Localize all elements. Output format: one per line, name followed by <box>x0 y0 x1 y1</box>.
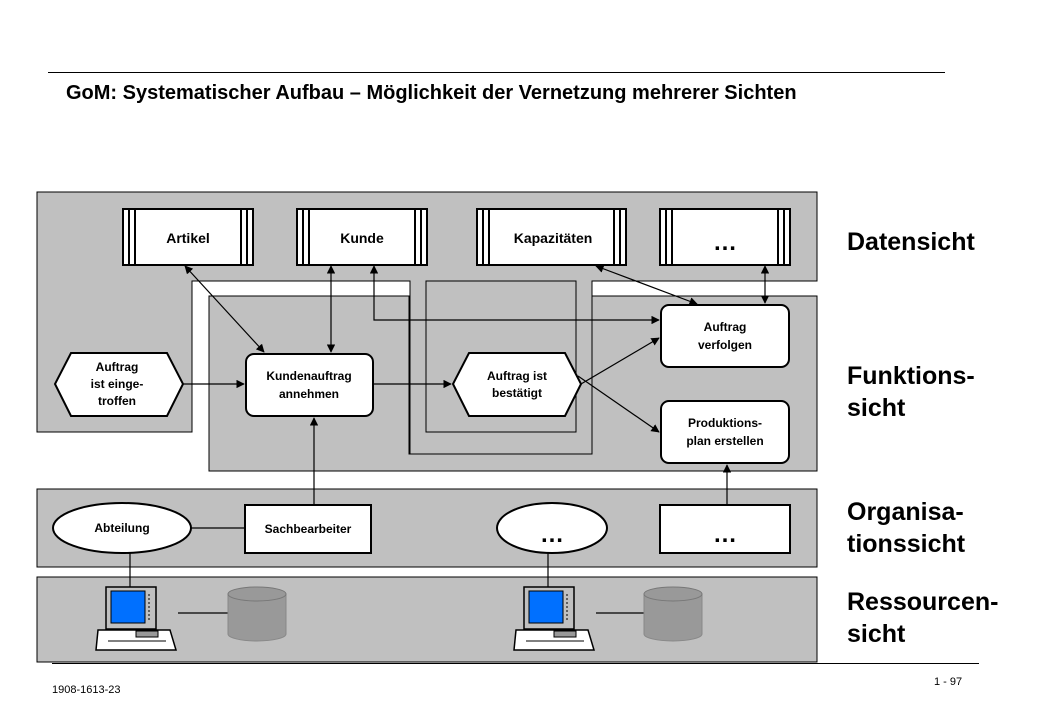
function-kundenauftrag-annehmen: Kundenauftrag annehmen <box>245 353 374 417</box>
event-eingetroffen-line1: Auftrag <box>96 360 139 374</box>
function-produktionsplan-erstellen: Produktions- plan erstellen <box>660 400 790 464</box>
function-kundenauftrag-line2: annehmen <box>279 387 339 401</box>
org-unit-more: … <box>496 502 608 554</box>
bottom-rule <box>52 663 979 664</box>
event-bestaetigt-line2: bestätigt <box>492 386 542 400</box>
database-icon <box>227 586 287 642</box>
event-bestaetigt-line1: Auftrag ist <box>487 369 547 383</box>
computer-icon <box>513 586 596 651</box>
entity-kunde-label: Kunde <box>340 230 384 246</box>
org-sachbearbeiter-label: Sachbearbeiter <box>265 522 352 536</box>
event-eingetroffen-line3: troffen <box>98 394 136 408</box>
entity-kapazitaeten-label: Kapazitäten <box>514 230 593 246</box>
footer-document-id: 1908-1613-23 <box>52 684 121 696</box>
org-role-more: … <box>659 504 791 554</box>
org-more-unit-label: … <box>540 521 564 548</box>
event-auftrag-eingetroffen: Auftrag ist einge- troffen <box>53 352 185 417</box>
function-verfolgen-line2: verfolgen <box>698 338 752 352</box>
org-abteilung-label: Abteilung <box>94 521 149 535</box>
event-eingetroffen-line2: ist einge- <box>91 377 144 391</box>
view-label-org-line2: tionssicht <box>847 530 966 558</box>
entity-kunde: Kunde <box>296 208 428 266</box>
connector-lines <box>129 264 770 614</box>
view-label-org-line1: Organisa- <box>847 498 964 526</box>
view-label-resource: Ressourcen- sicht <box>847 586 998 650</box>
function-produktion-line1: Produktions- <box>688 416 762 430</box>
view-label-data: Datensicht <box>847 226 975 258</box>
view-label-resource-line2: sicht <box>847 620 906 648</box>
top-rule <box>48 72 945 73</box>
view-label-organisation: Organisa- tionssicht <box>847 496 965 560</box>
org-role-sachbearbeiter: Sachbearbeiter <box>244 504 372 554</box>
org-unit-abteilung: Abteilung <box>52 502 192 554</box>
event-auftrag-bestaetigt: Auftrag ist bestätigt <box>451 352 583 417</box>
view-label-data-text: Datensicht <box>847 228 975 256</box>
function-auftrag-verfolgen: Auftrag verfolgen <box>660 304 790 368</box>
function-produktion-line2: plan erstellen <box>686 434 763 448</box>
database-icon <box>643 586 703 642</box>
org-more-role-label: … <box>713 521 737 548</box>
entity-more: … <box>659 208 791 266</box>
entity-kapazitaeten: Kapazitäten <box>476 208 627 266</box>
view-label-function-line2: sicht <box>847 394 906 422</box>
function-kundenauftrag-line1: Kundenauftrag <box>266 369 351 383</box>
entity-artikel-label: Artikel <box>166 230 210 246</box>
view-label-function: Funktions- sicht <box>847 360 975 424</box>
computer-icon <box>95 586 178 651</box>
footer-page-number: 1 - 97 <box>934 676 963 688</box>
function-verfolgen-line1: Auftrag <box>704 320 747 334</box>
page-title: GoM: Systematischer Aufbau – Möglichkeit… <box>66 82 797 104</box>
entity-more-label: … <box>713 229 737 256</box>
entity-artikel: Artikel <box>122 208 254 266</box>
view-label-function-line1: Funktions- <box>847 362 975 390</box>
view-label-resource-line1: Ressourcen- <box>847 588 999 616</box>
